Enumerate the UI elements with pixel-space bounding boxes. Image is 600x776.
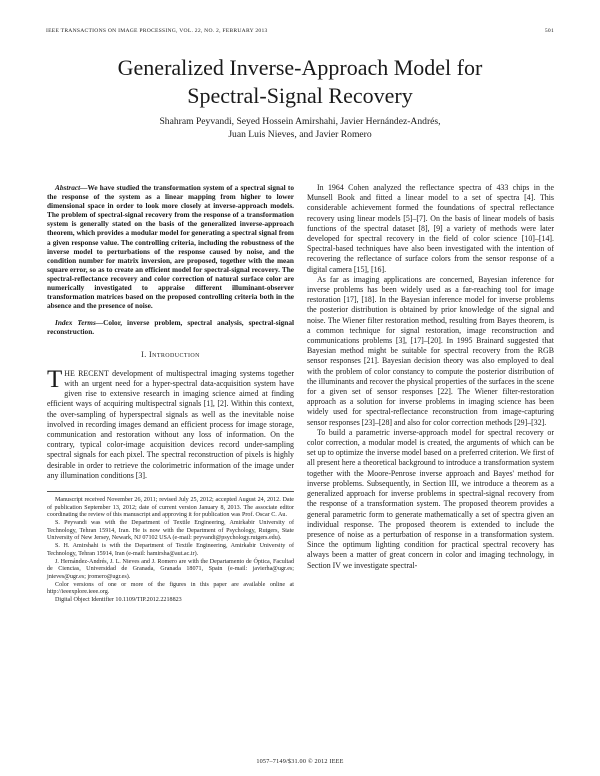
copyright-footer: 1057–7149/$31.00 © 2012 IEEE	[256, 758, 344, 765]
left-column: Abstract—We have studied the transformat…	[47, 183, 294, 605]
authors-line-1: Shahram Peyvandi, Seyed Hossein Amirshah…	[159, 116, 441, 127]
author-list: Shahram Peyvandi, Seyed Hossein Amirshah…	[60, 116, 540, 141]
right-column: In 1964 Cohen analyzed the reflectance s…	[307, 183, 554, 571]
paper-title: Generalized Inverse-Approach Model for S…	[40, 54, 560, 110]
abstract-text: We have studied the transformation syste…	[47, 183, 294, 311]
title-line-1: Generalized Inverse-Approach Model for	[117, 55, 483, 80]
section-heading: I. Introduction	[141, 349, 200, 359]
title-line-2: Spectral-Signal Recovery	[187, 83, 413, 108]
footnote-received: Manuscript received November 26, 2011; r…	[47, 496, 294, 519]
paragraph-cohen: In 1964 Cohen analyzed the reflectance s…	[307, 183, 554, 274]
index-terms: Index Terms—Color, inverse problem, spec…	[47, 318, 294, 336]
footnote-granada: J. Hernández-Andrés, J. L. Nieves and J.…	[47, 558, 294, 580]
intro-text: development of multispectral imaging sys…	[47, 368, 294, 480]
footnote-amirshahi: S. H. Amirshahi is with the Department o…	[47, 543, 294, 557]
footnotes: Manuscript received November 26, 2011; r…	[47, 490, 294, 605]
index-terms-lead: Index Terms—	[55, 318, 104, 328]
paragraph-model: To build a parametric inverse-approach m…	[307, 427, 554, 570]
abstract-lead: Abstract—	[55, 183, 88, 192]
footnote-doi: Digital Object Identifier 10.1109/TIP.20…	[55, 597, 182, 604]
page-number: 501	[544, 28, 554, 34]
drop-cap: T	[47, 365, 63, 393]
abstract: Abstract—We have studied the transformat…	[47, 183, 294, 310]
running-head: IEEE TRANSACTIONS ON IMAGE PROCESSING, V…	[46, 28, 554, 38]
paragraph-bayesian: As far as imaging applications are conce…	[307, 274, 554, 427]
authors-line-2: Juan Luis Nieves, and Javier Romero	[228, 128, 372, 140]
journal-header: IEEE TRANSACTIONS ON IMAGE PROCESSING, V…	[46, 28, 268, 34]
index-terms-text: Color, inverse problem, spectral analysi…	[47, 318, 294, 337]
footnote-color-versions: Color versions of one or more of the fig…	[47, 581, 294, 596]
intro-first-word: HE RECENT	[64, 368, 109, 378]
footnote-peyvandi: S. Peyvandi was with the Department of T…	[47, 520, 294, 542]
